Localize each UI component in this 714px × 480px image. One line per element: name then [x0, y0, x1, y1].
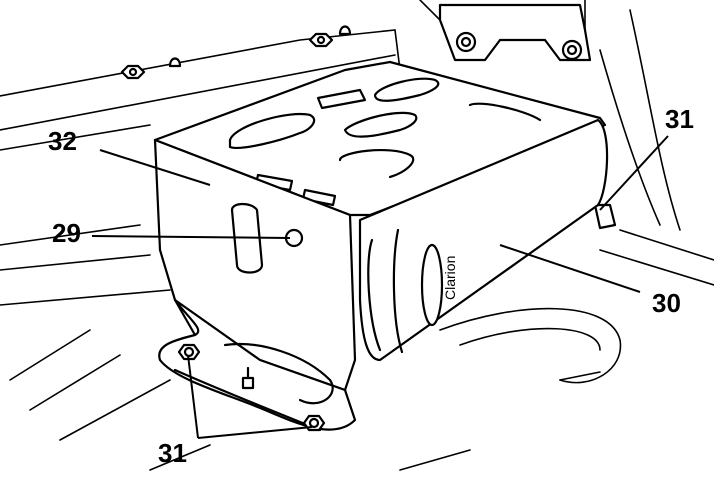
callout-labels: 32 29 31 30 31 [48, 104, 694, 468]
amplifier-housing: Clarion [153, 60, 609, 432]
brand-logo-text: Clarion [442, 256, 458, 300]
vehicle-floor-lines [0, 29, 714, 471]
callout-leaders [91, 135, 669, 439]
callout-29: 29 [52, 218, 81, 248]
background-fasteners [120, 25, 352, 80]
callout-31-bracket: 31 [665, 104, 694, 134]
callout-32: 32 [48, 126, 77, 156]
rear-pillar [593, 9, 681, 231]
upper-mounting-bracket [419, 0, 592, 62]
callout-30: 30 [652, 288, 681, 318]
callout-31-base: 31 [158, 438, 187, 468]
